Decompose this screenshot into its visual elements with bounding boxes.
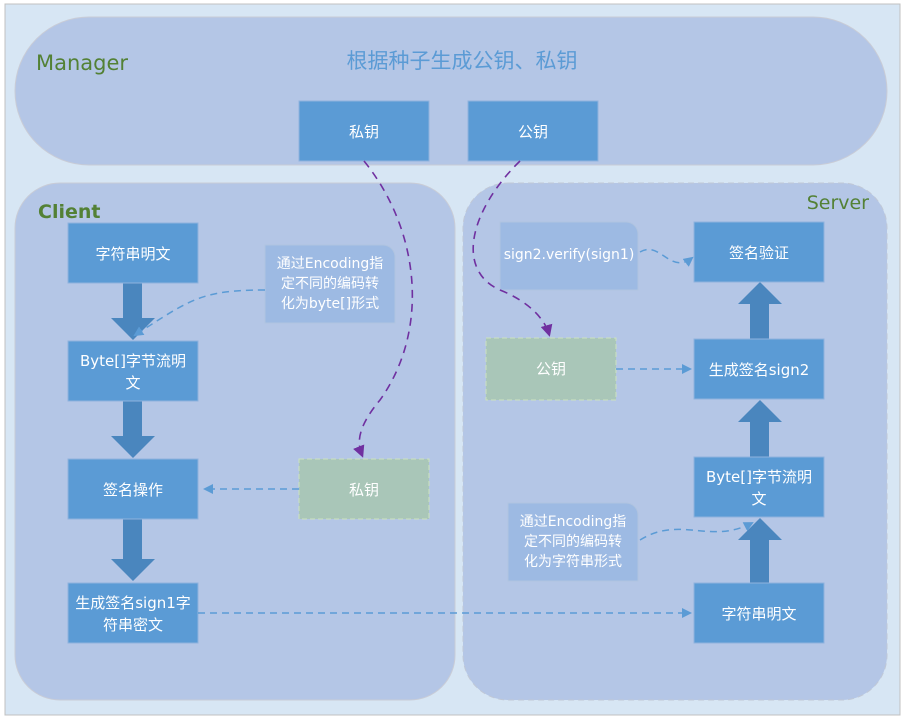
client-note-connector — [133, 289, 266, 337]
client-sign1-box: 生成签名sign1字 符串密文 — [67, 582, 199, 644]
svg-text:字符串明文: 字符串明文 — [95, 245, 170, 263]
svg-text:通过Encoding指: 通过Encoding指 — [520, 514, 627, 530]
svg-text:文: 文 — [125, 374, 140, 392]
client-plaintext-box: 字符串明文 — [67, 222, 199, 284]
svg-text:化为字符串形式: 化为字符串形式 — [524, 554, 622, 570]
public-key-distribution-arrow — [472, 160, 553, 337]
key-distribution-paths — [353, 160, 553, 458]
up-arrow — [738, 518, 782, 583]
svg-text:sign2.verify(sign1): sign2.verify(sign1) — [504, 247, 635, 263]
down-arrow — [111, 401, 155, 458]
client-bytes-box: Byte[]字节流明 文 — [67, 340, 199, 402]
manager-private-key-box: 私钥 — [298, 100, 430, 162]
dashed-connectors — [133, 248, 754, 618]
svg-text:文: 文 — [751, 490, 766, 508]
server-bytes-box: Byte[]字节流明 文 — [693, 456, 825, 518]
svg-text:化为byte[]形式: 化为byte[]形式 — [281, 296, 379, 312]
client-flow-arrows — [111, 283, 155, 581]
server-label: Server — [807, 192, 869, 214]
svg-text:Byte[]字节流明: Byte[]字节流明 — [706, 468, 812, 486]
svg-text:字符串明文: 字符串明文 — [721, 605, 796, 623]
svg-text:定不同的编码转: 定不同的编码转 — [281, 276, 379, 292]
down-arrow — [111, 519, 155, 581]
server-flow-arrows — [738, 282, 782, 583]
server-encoding-note: 通过Encoding指 定不同的编码转 化为字符串形式 — [507, 502, 639, 582]
svg-text:私钥: 私钥 — [349, 123, 379, 141]
up-arrow — [738, 400, 782, 457]
manager-container: Manager 根据种子生成公钥、私钥 私钥 公钥 — [14, 16, 888, 166]
client-private-key-box: 私钥 — [298, 458, 430, 520]
svg-text:生成签名sign1字: 生成签名sign1字 — [75, 594, 191, 612]
server-public-key-box: 公钥 — [485, 337, 617, 401]
server-note-connector — [639, 522, 754, 541]
manager-title: 根据种子生成公钥、私钥 — [347, 49, 578, 73]
svg-text:通过Encoding指: 通过Encoding指 — [277, 256, 384, 272]
svg-text:公钥: 公钥 — [518, 123, 548, 141]
up-arrow — [738, 282, 782, 339]
verify-note-connector — [639, 248, 694, 267]
svg-text:生成签名sign2: 生成签名sign2 — [709, 361, 810, 379]
server-plaintext-box: 字符串明文 — [693, 582, 825, 644]
server-sign2-box: 生成签名sign2 — [693, 338, 825, 400]
manager-public-key-box: 公钥 — [467, 100, 599, 162]
server-verify-box: 签名验证 — [693, 221, 825, 283]
svg-text:公钥: 公钥 — [536, 360, 566, 378]
svg-text:签名操作: 签名操作 — [103, 481, 163, 499]
server-verify-code-note: sign2.verify(sign1) — [499, 221, 639, 291]
client-encoding-note: 通过Encoding指 定不同的编码转 化为byte[]形式 — [264, 244, 396, 324]
svg-text:Byte[]字节流明: Byte[]字节流明 — [80, 352, 186, 370]
svg-text:定不同的编码转: 定不同的编码转 — [524, 534, 622, 550]
client-sign-operation-box: 签名操作 — [67, 458, 199, 520]
client-label: Client — [38, 201, 100, 223]
private-key-distribution-arrow — [353, 160, 414, 458]
manager-label: Manager — [36, 51, 128, 75]
svg-text:私钥: 私钥 — [349, 481, 379, 499]
svg-text:签名验证: 签名验证 — [729, 244, 789, 262]
svg-text:符串密文: 符串密文 — [103, 616, 163, 634]
down-arrow — [111, 283, 155, 340]
